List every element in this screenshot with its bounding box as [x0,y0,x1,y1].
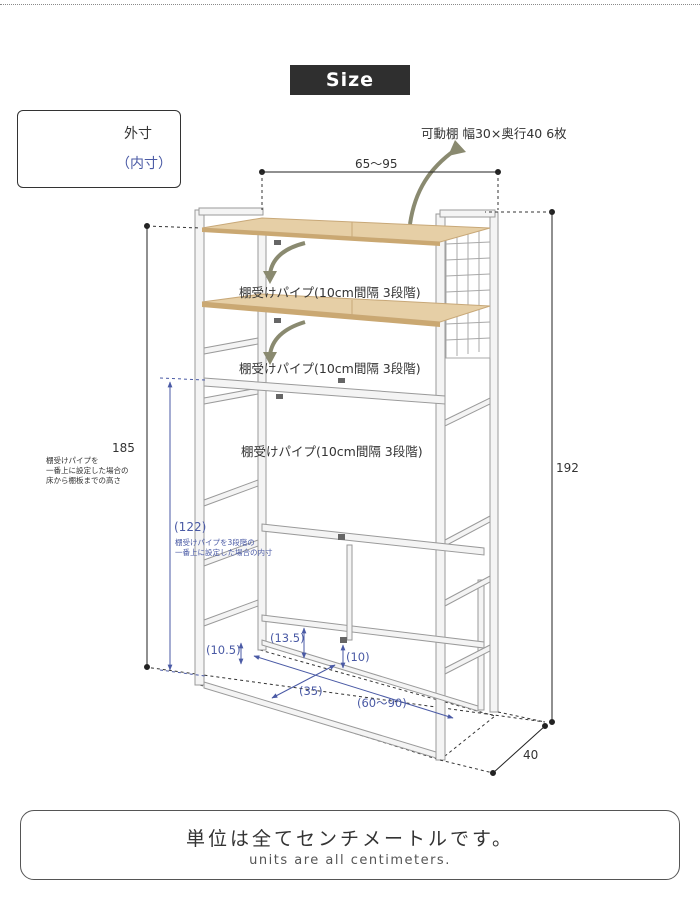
pipe-knobs [274,240,347,643]
dim-60-90-label: (60〜90) [357,696,407,710]
shelf-top [201,217,491,246]
width-outer-label: 65〜95 [355,157,398,171]
size-title-badge: Size [290,65,410,95]
dim-13-5-label: (13.5) [270,631,305,645]
height-185-note-line: 床から棚板までの高さ [46,476,121,485]
legend-box: 外寸 （内寸） [17,110,181,188]
outer-dimension-lines [144,169,555,776]
dim-10-5-label: (10.5) [206,643,241,657]
inner-dimension-lines [159,377,454,719]
pipe-label-2: 棚受けパイプ(10cm間隔 3段階) [239,361,421,376]
height-122-note-line: 一番上に設定した場合の内寸 [175,548,273,557]
height-185-note-line: 一番上に設定した場合の [46,466,129,475]
wire-grid-panel [445,227,491,359]
units-note-jp: 単位は全てセンチメートルです。 [185,828,515,850]
pipe-label-3: 棚受けパイプ(10cm間隔 3段階) [241,444,423,459]
height-122-note: 棚受けパイプを3段階の 一番上に設定した場合の内寸 [175,538,273,558]
height-122-note-line: 棚受けパイプを3段階の [175,538,255,547]
legend-outer-label: 外寸 [124,126,152,142]
units-note-en: units are all centimeters. [249,853,451,868]
legend-inner-row: （内寸） [40,154,175,174]
height-122-label: (122) [174,520,207,534]
shelf-note-label: 可動棚 幅30×奥行40 6枚 [421,126,567,141]
callout-arrows [268,148,457,356]
units-note-box: 単位は全てセンチメートルです。 units are all centimeter… [20,810,680,880]
shelf-middle [201,293,491,327]
extension-lines [146,172,552,774]
height-192-label: 192 [556,461,579,475]
rack-dimension-diagram [144,140,555,776]
top-dotted-rule [0,4,700,5]
height-185-label: 185 [112,441,135,455]
dim-35-label: (35) [299,684,323,698]
legend-outer-row: 外寸 [40,124,175,144]
dim-10-label: (10) [346,650,370,664]
legend-inner-label: （内寸） [116,156,172,172]
height-185-note-line: 棚受けパイプを [46,456,99,465]
depth-40-label: 40 [523,748,539,762]
pipe-label-1: 棚受けパイプ(10cm間隔 3段階) [239,285,421,300]
height-185-note: 棚受けパイプを 一番上に設定した場合の 床から棚板までの高さ [46,456,129,486]
